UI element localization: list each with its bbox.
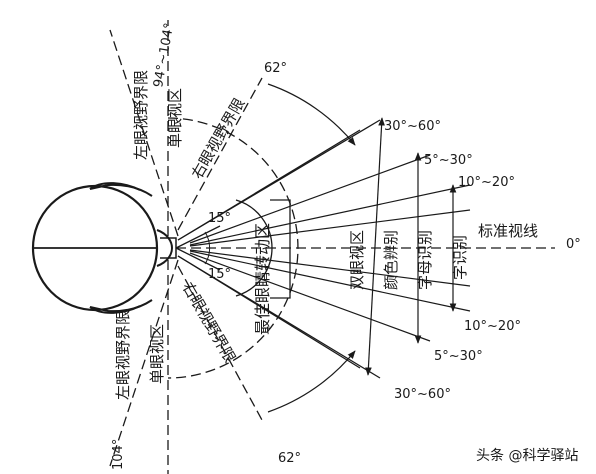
eye-wedge (160, 237, 177, 259)
head-outline (31, 182, 174, 314)
angle-lines-10-20 (189, 184, 471, 312)
label-right-limit-bottom: 右眼视野界限 (179, 279, 240, 366)
angle-bottom-62: 62° (278, 451, 301, 466)
label-word: 字识别 (451, 235, 469, 280)
angle-bottom-5-30: 5°~30° (434, 349, 483, 364)
angle-zero: 0° (566, 237, 581, 252)
best-rotation-zone (175, 199, 291, 299)
field-arc (167, 117, 299, 379)
label-left-limit-bottom: 左眼视野界限 (114, 310, 132, 400)
angle-bottom-10-20: 10°~20° (464, 319, 521, 334)
angle-top-94-104: 94°~104° (151, 22, 177, 89)
label-color: 颜色辨别 (382, 230, 400, 290)
label-binocular: 双眼视区 (348, 230, 366, 290)
label-best-rotation: 最佳眼睛转动区 (253, 223, 272, 335)
arrows (267, 83, 457, 413)
label-monocular-bottom: 单眼视区 (148, 324, 166, 384)
angle-top-62: 62° (264, 61, 287, 76)
angle-inner-15-bottom: 15° (208, 267, 231, 282)
label-left-limit-top: 左眼视野界限 (132, 70, 150, 160)
label-monocular-top: 单眼视区 (166, 88, 184, 148)
label-letter: 字母识别 (416, 230, 434, 290)
angle-top-30-60: 30°~60° (384, 119, 441, 134)
angle-lines-5-30 (189, 154, 431, 342)
angle-inner-15-top: 15° (208, 211, 231, 226)
watermark: 头条 @科学驿站 (476, 447, 578, 464)
angle-top-10-20: 10°~20° (458, 175, 515, 190)
angle-lines-30-60 (177, 119, 381, 379)
angle-bottom-104: 104° (111, 439, 126, 470)
label-right-limit-top: 右眼视野界限 (188, 95, 249, 182)
angle-bottom-30-60: 30°~60° (394, 387, 451, 402)
angle-top-5-30: 5°~30° (424, 153, 473, 168)
label-standard: 标准视线 (478, 222, 538, 240)
limit-lines (109, 20, 263, 474)
